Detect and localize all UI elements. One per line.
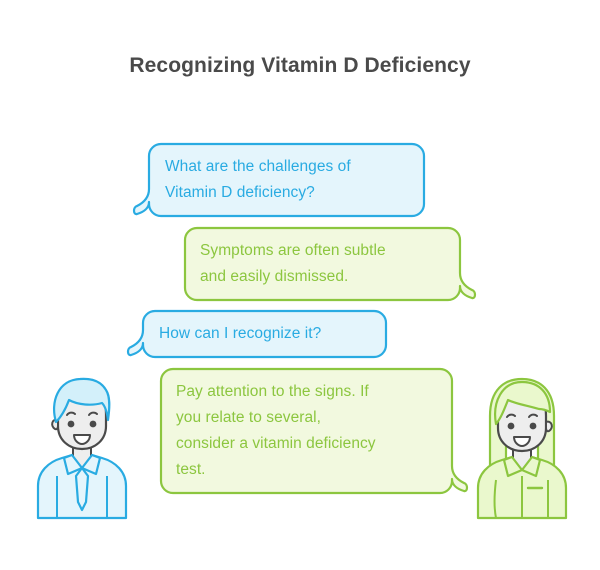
eyebrow-right <box>88 411 98 416</box>
female-avatar-illustration <box>476 377 568 520</box>
eye-right <box>529 422 537 430</box>
chat-bubble-3: How can I recognize it? <box>126 309 388 359</box>
blouse-seam-left <box>493 479 497 519</box>
male-avatar-illustration <box>36 377 128 520</box>
chat-bubble-2: Symptoms are often subtle and easily dis… <box>181 226 477 302</box>
chat-bubble-2-text: Symptoms are often subtle and easily dis… <box>200 242 386 285</box>
hair-shape <box>52 377 111 424</box>
eyebrow-right <box>528 413 538 418</box>
female-avatar <box>472 376 572 520</box>
eyebrow-left <box>66 411 76 416</box>
chat-bubble-3-text: How can I recognize it? <box>159 325 322 342</box>
eyebrow-left <box>506 413 516 418</box>
necktie-shape <box>74 466 90 512</box>
chat-bubble-1-shape <box>132 142 426 218</box>
collar-left <box>502 455 524 478</box>
chat-bubble-1: What are the challenges of Vitamin D def… <box>132 142 426 218</box>
eye-left <box>507 422 515 430</box>
chat-bubble-1-text: What are the challenges of Vitamin D def… <box>165 158 351 201</box>
chat-bubble-4-text: Pay attention to the signs. If you relat… <box>176 383 376 478</box>
collar-left <box>62 453 84 476</box>
eye-right <box>89 420 97 428</box>
male-avatar <box>36 376 128 520</box>
chat-bubble-4-shape <box>159 367 469 495</box>
mouth-shape <box>73 434 91 445</box>
eye-left <box>67 420 75 428</box>
hair-front-shape <box>494 380 552 426</box>
chat-bubble-4: Pay attention to the signs. If you relat… <box>157 367 469 495</box>
chat-bubble-3-shape <box>126 309 388 359</box>
collar-right <box>520 455 542 478</box>
collar-right <box>80 453 102 476</box>
ear-shape <box>545 420 553 433</box>
page-title: Recognizing Vitamin D Deficiency <box>129 54 471 77</box>
mouth-shape <box>513 436 531 447</box>
chat-bubble-2-shape <box>183 226 477 302</box>
